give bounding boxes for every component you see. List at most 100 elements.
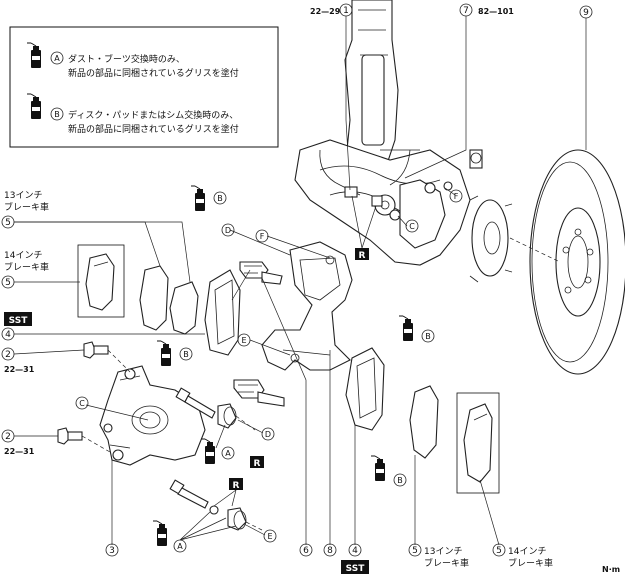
- grease-can-icon: [200, 438, 216, 465]
- shim-14inch-left-box: [77, 244, 125, 318]
- leader-lines: [13, 16, 587, 546]
- callout-4-outer-pad: 4: [348, 543, 362, 557]
- letter-a-upper: A: [221, 446, 235, 460]
- letter-e-lower: E: [263, 529, 277, 543]
- torque-bolt-2-upper: 22—31: [4, 365, 35, 374]
- svg-text:5: 5: [496, 546, 502, 556]
- callout-2-upper: 2: [1, 347, 15, 361]
- letter-c-knuckle: C: [405, 219, 419, 233]
- callout-5-13inch-left: 5: [1, 215, 15, 229]
- knuckle-assembly: [294, 0, 513, 283]
- letter-e-upper: E: [237, 333, 251, 347]
- label-13inch-left: 13インチ: [4, 190, 42, 201]
- svg-text:5: 5: [5, 278, 11, 288]
- r-badge-caliper-upper: R: [250, 456, 264, 469]
- shim-14inch-center-box: [456, 392, 500, 494]
- legend-letter-b: B: [54, 110, 60, 119]
- callout-6: 6: [299, 543, 313, 557]
- legend-item-b: B ディスク・パッドまたはシム交換時のみ、 新品の部品に同梱されているグリスを塗…: [26, 93, 239, 135]
- callout-8: 8: [323, 543, 337, 557]
- svg-text:8: 8: [327, 546, 333, 556]
- svg-text:C: C: [79, 399, 85, 408]
- svg-text:E: E: [241, 336, 246, 345]
- callout-5-14inch-left: 5: [1, 275, 15, 289]
- legend-a-line1: ダスト・ブーツ交換時のみ、: [68, 53, 185, 65]
- legend-box: A ダスト・ブーツ交換時のみ、 新品の部品に同梱されているグリスを塗付 B ディ…: [9, 26, 279, 148]
- legend-letter-a: A: [54, 54, 60, 63]
- caliper-body: [99, 365, 206, 466]
- brake-disc: [509, 149, 625, 375]
- legend-a-line2: 新品の部品に同梱されているグリスを塗付: [68, 67, 239, 79]
- label-brake-car-13-center: ブレーキ車: [424, 557, 469, 569]
- svg-text:4: 4: [352, 546, 358, 556]
- caliper-bolt-upper: [83, 341, 131, 373]
- caliper-bolt-lower: [57, 427, 111, 453]
- letter-f-knuckle: F: [449, 189, 463, 203]
- label-brake-car-14-left: ブレーキ車: [4, 261, 49, 273]
- svg-text:7: 7: [463, 6, 469, 16]
- svg-text:SST: SST: [9, 316, 29, 326]
- brake-pad-inner: [204, 269, 241, 356]
- guide-pin-lower: [169, 479, 263, 531]
- letter-d-upper: D: [221, 223, 235, 237]
- svg-text:2: 2: [5, 432, 11, 442]
- shim-13inch-left: [139, 265, 199, 335]
- svg-text:3: 3: [109, 546, 115, 556]
- sst-badge-left: SST: [4, 312, 32, 326]
- svg-text:F: F: [454, 192, 459, 201]
- guide-pin-upper: [175, 387, 256, 431]
- svg-text:A: A: [177, 542, 183, 551]
- svg-text:5: 5: [412, 546, 418, 556]
- svg-text:R: R: [359, 251, 366, 261]
- legend-b-line1: ディスク・パッドまたはシム交換時のみ、: [68, 109, 238, 121]
- support-clip-lower: [233, 379, 285, 407]
- letter-c-caliper: C: [75, 396, 89, 410]
- sst-badge-bottom: SST: [341, 560, 369, 574]
- callout-3: 3: [105, 543, 119, 557]
- label-14inch-left: 14インチ: [4, 250, 42, 261]
- callout-4-inner-pad: 4: [1, 327, 15, 341]
- letter-b-pad-inner: B: [213, 191, 227, 205]
- svg-text:B: B: [397, 476, 403, 485]
- callout-5-14inch-center: 5: [492, 543, 506, 557]
- grease-can-icon: [190, 185, 206, 212]
- grease-can-icon: [370, 455, 386, 482]
- legend-b-line2: 新品の部品に同梱されているグリスを塗付: [68, 123, 239, 135]
- letter-b-pad-lower-left: B: [179, 347, 193, 361]
- svg-text:R: R: [233, 481, 240, 491]
- support-clip-upper: [239, 261, 283, 285]
- svg-text:1: 1: [343, 6, 349, 16]
- svg-text:R: R: [254, 459, 261, 469]
- legend-item-a: A ダスト・ブーツ交換時のみ、 新品の部品に同梱されているグリスを塗付: [26, 42, 239, 79]
- svg-text:C: C: [409, 222, 415, 231]
- r-badge-knuckle: R: [351, 195, 377, 261]
- callout-5-13inch-center: 5: [408, 543, 422, 557]
- callout-7: 7: [459, 3, 473, 17]
- callout-2-lower: 2: [1, 429, 15, 443]
- r-badge-caliper-lower: R: [213, 478, 243, 507]
- svg-text:D: D: [265, 430, 271, 439]
- svg-text:6: 6: [303, 546, 309, 556]
- shim-13inch-center: [409, 385, 439, 459]
- torque-bolt-7: 82—101: [478, 7, 514, 16]
- torque-bolt-2-lower: 22—31: [4, 447, 35, 456]
- letter-b-outer-pad: B: [421, 329, 435, 343]
- svg-text:2: 2: [5, 350, 11, 360]
- letter-f-upper: F: [255, 229, 269, 243]
- letter-b-lower-right: B: [393, 473, 407, 487]
- torque-bolt-1: 22—29: [310, 7, 341, 16]
- callout-1: 1: [339, 3, 353, 17]
- grease-can-icon: [156, 340, 172, 367]
- caliper-bracket: [261, 241, 353, 371]
- svg-text:5: 5: [5, 218, 11, 228]
- label-brake-car-14-center: ブレーキ車: [508, 557, 553, 569]
- svg-text:B: B: [183, 350, 189, 359]
- brake-pad-outer: [345, 347, 385, 431]
- letter-d-lower: D: [261, 427, 275, 441]
- svg-text:9: 9: [583, 8, 589, 18]
- svg-text:B: B: [425, 332, 431, 341]
- svg-text:E: E: [267, 532, 272, 541]
- label-14inch-center: 14インチ: [508, 546, 546, 557]
- svg-text:A: A: [225, 449, 231, 458]
